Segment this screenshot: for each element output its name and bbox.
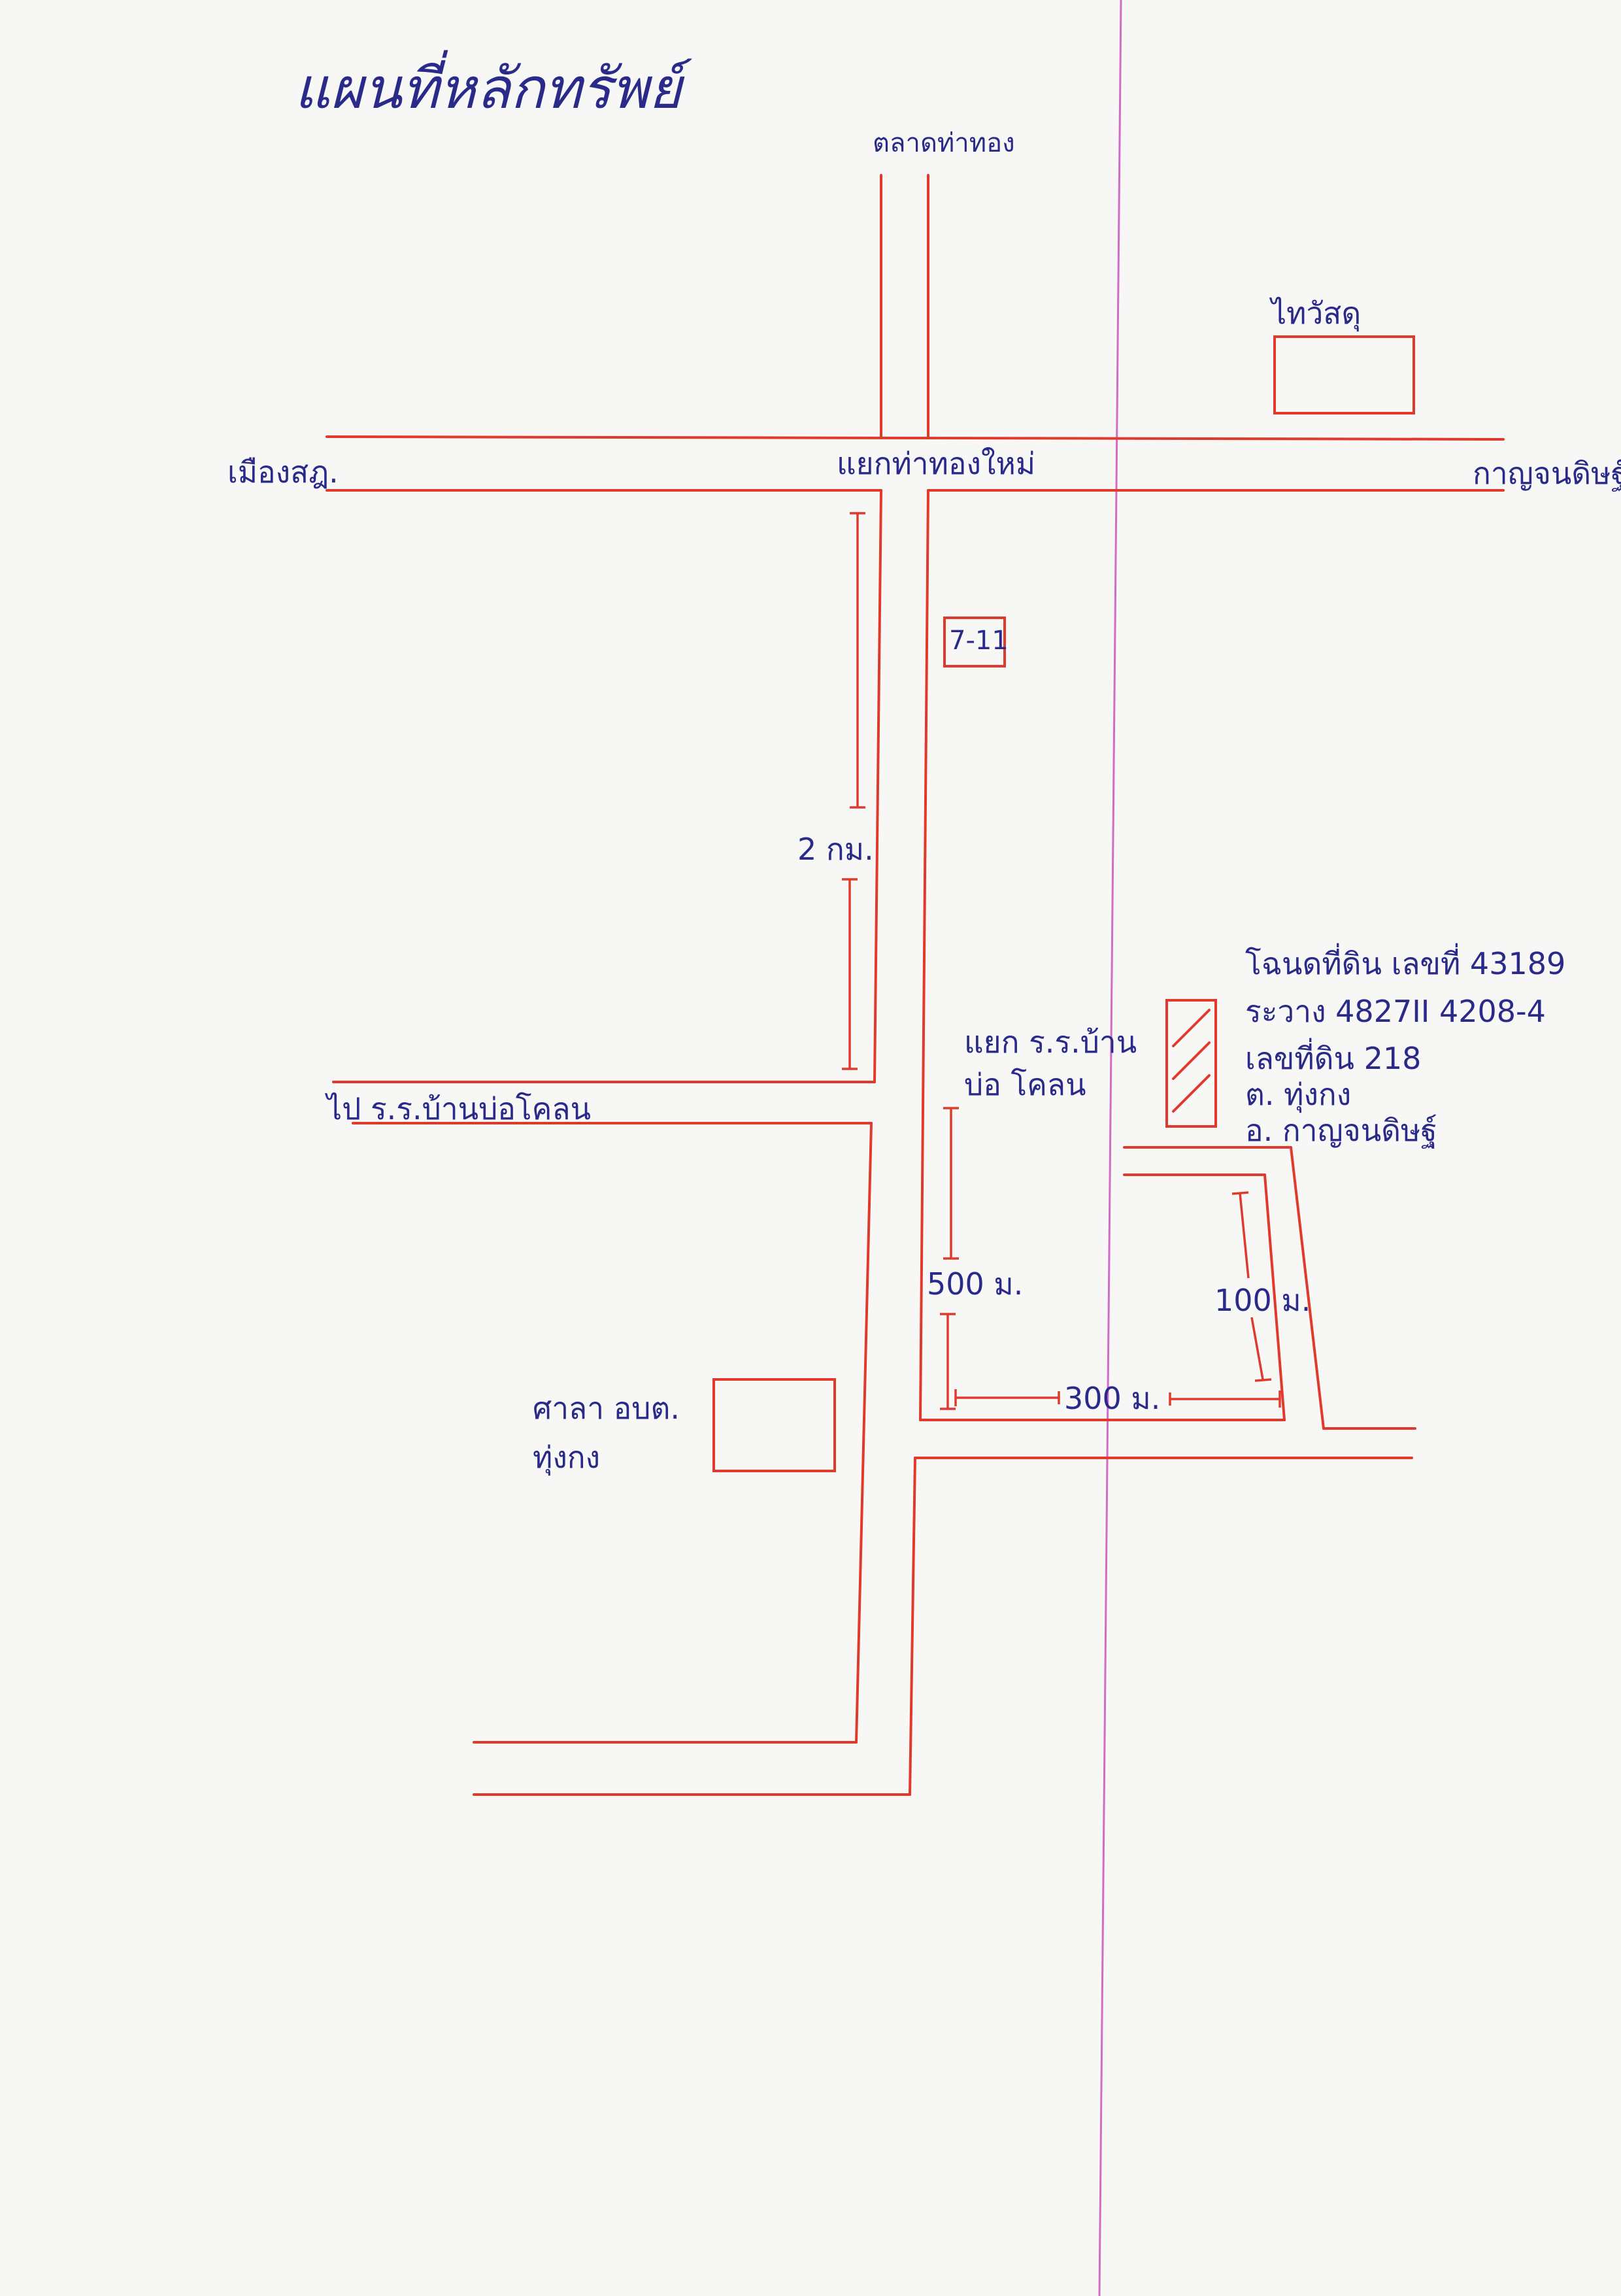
junction-label: แยกท่าทองใหม่ [837,446,1035,481]
property-parcel [1165,999,1217,1128]
office-label-2: ทุ่งกง [533,1440,600,1476]
school-junction-label-2: บ่อ โคลน [964,1067,1086,1102]
deed-land-number: เลขที่ดิน 218 [1245,1038,1421,1076]
store-label: 7-11 [949,626,1009,656]
west-road-label: เมืองสฎ. [227,454,339,490]
north-road-label: ตลาดท่าทอง [873,128,1015,158]
deed-info: โฉนดที่ดิน เลขที่ 43189 ระวาง 4827II 420… [1245,943,1565,1149]
distance-2km-label: 2 กม. [797,832,874,867]
warehouse-building [1273,335,1415,414]
east-road-label: กาญจนดิษฐ์ [1473,456,1621,492]
margin-line [1098,0,1122,2296]
dimension-100m [1231,1191,1272,1382]
main-roads [326,174,1505,1796]
store-building [943,616,1006,667]
dimension-300m [954,1389,1281,1408]
distance-500m-label: 500 ม. [927,1266,1023,1302]
deed-subdistrict: ต. ทุ่งกง [1245,1077,1351,1113]
office-building [712,1378,836,1472]
school-junction-label-1: แยก ร.ร.บ้าน [964,1024,1137,1060]
distance-300m-label: 300 ม. [1064,1381,1160,1416]
deed-sheet: ระวาง 4827II 4208-4 [1245,994,1546,1029]
distance-100m-label: 100 ม. [1214,1283,1311,1318]
dimension-2km [842,512,865,1070]
warehouse-label: ไทวัสดุ [1269,295,1361,332]
school-road-label: ไป ร.ร.บ้านบ่อโคลน [324,1091,591,1126]
office-label-1: ศาลา อบต. [533,1391,680,1426]
deed-district: อ. กาญจนดิษฐ์ [1245,1113,1437,1149]
dimension-500m [940,1107,959,1410]
map-title: แผนที่หลักทรัพย์ [294,50,692,122]
deed-number: โฉนดที่ดิน เลขที่ 43189 [1245,943,1565,981]
